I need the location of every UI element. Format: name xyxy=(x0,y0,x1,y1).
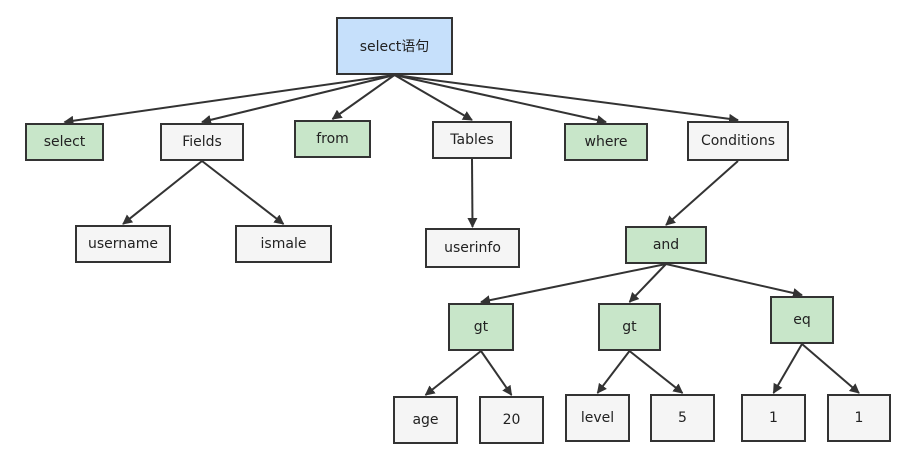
node-level: level xyxy=(565,394,630,442)
node-ismale: ismale xyxy=(235,225,332,263)
node-gt-2: gt xyxy=(598,303,661,351)
edge-gt1-to-age xyxy=(424,350,482,396)
node-root: select语句 xyxy=(336,17,453,75)
node-1-right: 1 xyxy=(827,394,891,442)
edge-root-to-select xyxy=(63,74,395,126)
edge-root-to-where xyxy=(394,74,607,125)
edge-tables-to-userinfo xyxy=(467,158,478,228)
edge-conditions-to-and xyxy=(665,160,739,226)
node-eq: eq xyxy=(770,296,834,344)
edge-eq-to-one_a xyxy=(772,343,803,394)
edge-root-to-conditions xyxy=(394,74,739,124)
edge-and-to-gt2 xyxy=(628,263,667,303)
edge-root-to-fields xyxy=(201,74,395,125)
edge-fields-to-ismale xyxy=(201,160,285,225)
edge-gt2-to-n5 xyxy=(628,350,684,394)
node-select: select xyxy=(25,123,104,161)
edge-root-to-tables xyxy=(393,74,473,121)
edge-gt2-to-level xyxy=(596,350,631,394)
node-5: 5 xyxy=(650,394,715,442)
edge-and-to-gt1 xyxy=(480,263,667,306)
node-age: age xyxy=(393,396,458,444)
node-tables: Tables xyxy=(432,121,512,159)
edge-fields-to-username xyxy=(122,160,203,225)
edge-eq-to-one_b xyxy=(801,343,860,394)
node-username: username xyxy=(75,225,171,263)
node-gt-1: gt xyxy=(448,303,514,351)
node-fields: Fields xyxy=(160,123,244,161)
edge-and-to-eq xyxy=(665,263,803,298)
edge-gt1-to-n20 xyxy=(480,350,513,396)
node-conditions: Conditions xyxy=(687,121,789,161)
node-from: from xyxy=(294,120,371,158)
node-1-left: 1 xyxy=(741,394,806,442)
node-userinfo: userinfo xyxy=(425,228,520,268)
node-20: 20 xyxy=(479,396,544,444)
node-where: where xyxy=(564,123,648,161)
node-and: and xyxy=(625,226,707,264)
edge-root-to-from xyxy=(331,74,396,120)
